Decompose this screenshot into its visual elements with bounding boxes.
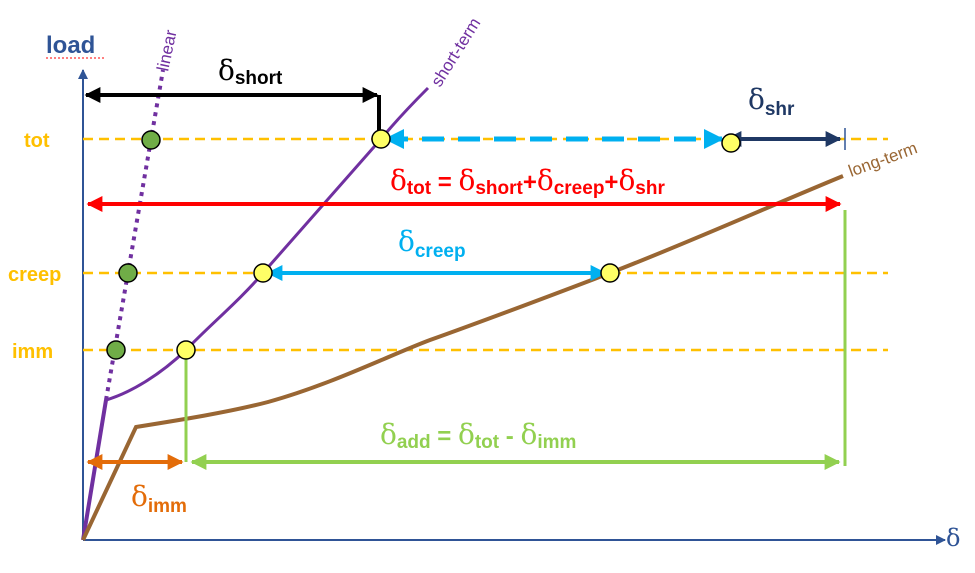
long-term-curve xyxy=(81,174,844,541)
marker-short-term-imm xyxy=(176,340,196,360)
marker-linear-tot xyxy=(141,130,161,150)
delta-creep-label: δcreep xyxy=(398,225,466,262)
marker-long-term-creep xyxy=(600,263,620,283)
delta-short-label: δshort xyxy=(218,54,283,89)
level-label-imm: imm xyxy=(12,341,53,363)
delta-total-equation: δtot = δshort+δcreep+δshr xyxy=(390,164,665,199)
marker-linear-creep xyxy=(118,263,138,283)
short-term-curve xyxy=(81,86,430,541)
curve-label-linear: linear xyxy=(153,28,180,73)
level-label-creep: creep xyxy=(8,264,61,286)
delta-imm-label: δimm xyxy=(131,480,187,517)
delta-add-equation: δadd = δtot - δimm xyxy=(380,418,576,453)
level-label-tot: tot xyxy=(24,130,50,152)
marker-short-term-tot xyxy=(371,129,391,149)
curve-label-short-term: short-term xyxy=(427,14,484,90)
marker-short-term-creep xyxy=(253,263,273,283)
y-axis-title: load xyxy=(46,32,95,59)
marker-shr-start xyxy=(721,133,741,153)
marker-linear-imm xyxy=(106,340,126,360)
x-axis-title: δ xyxy=(946,524,960,552)
curve-label-long-term: long-term xyxy=(846,138,920,180)
delta-shr-label: δshr xyxy=(748,83,795,120)
